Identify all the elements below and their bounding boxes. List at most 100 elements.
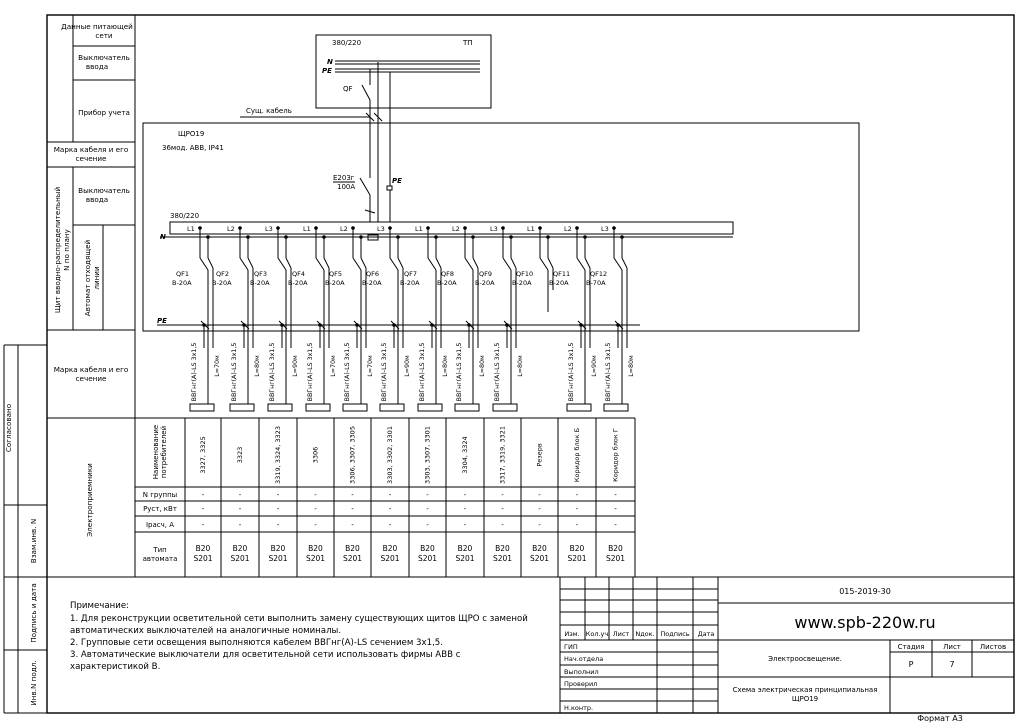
cable-tick — [353, 320, 363, 330]
cable-length: L=80м — [442, 355, 449, 377]
breaker-contact — [352, 257, 362, 271]
cable-length: L=70м — [367, 355, 374, 377]
label-panel-vertical: Щит вводно-распределительныйN по плану — [53, 187, 71, 314]
breaker-contact — [502, 257, 512, 271]
p-value: - — [501, 505, 504, 513]
section-name: Электроосвещение. — [768, 655, 842, 663]
breaker-contact — [576, 257, 586, 271]
breaker-name: QF6 — [366, 270, 379, 278]
p-value: - — [351, 505, 354, 513]
cable-tick — [200, 320, 210, 330]
consumer-name: 3303, 3302, 3301 — [386, 426, 394, 484]
consumer-block — [305, 403, 331, 412]
phase-label: L3 — [601, 225, 609, 233]
breaker-contact — [464, 257, 474, 271]
n-group-value: - — [277, 491, 280, 499]
cable-mark: ВВГнг(А)-LS 3х1,5 — [344, 343, 351, 402]
tp-box — [315, 34, 492, 109]
cable-length: L=80м — [517, 355, 524, 377]
breaker-contact-n — [435, 257, 442, 269]
consumer-name: 3317, 3319, 3321 — [499, 426, 507, 484]
cable-tick — [503, 320, 513, 330]
i-value: - — [538, 521, 541, 529]
bus-tap-dot — [501, 226, 505, 230]
breaker-contact — [239, 257, 249, 271]
signature-role: Выполнил — [564, 668, 599, 676]
sheets-header: Листов — [980, 643, 1006, 651]
cable-mark: ВВГнг(А)-LS 3х1,5 — [419, 343, 426, 402]
phase-label: L2 — [452, 225, 460, 233]
panel-desc: 36мод. АВВ, IP41 — [162, 144, 224, 152]
breaker-contact-n — [584, 257, 591, 269]
breaker-name: QF4 — [292, 270, 305, 278]
type-line-2: S201 — [306, 554, 325, 563]
notes-line-5: характеристикой В. — [70, 662, 160, 672]
breaker-rating: В-70А — [586, 279, 606, 287]
tp-qf: QF — [343, 85, 353, 93]
neutral-tap-dot — [359, 235, 363, 239]
bus-tap-dot — [198, 226, 202, 230]
notes-line-1: 1. Для реконструкции осветительной сети … — [70, 614, 528, 624]
consumer-block — [189, 403, 215, 412]
signature-role: ГИП — [564, 643, 578, 651]
bus-tap-dot — [463, 226, 467, 230]
phase-label: L1 — [415, 225, 423, 233]
i-value: - — [277, 521, 280, 529]
consumer-name: 3327, 3325 — [199, 436, 207, 473]
tp-n: N — [327, 58, 333, 66]
row-label-i: Iрасч, А — [146, 521, 174, 529]
label-outgoing: Автомат отходящейлинии — [83, 239, 101, 316]
breaker-rating: В-20А — [250, 279, 270, 287]
consumer-name: Резерв — [536, 443, 544, 467]
cable-length: L=90м — [292, 355, 299, 377]
breaker-contact-n — [510, 257, 517, 269]
consumer-name: 3323 — [236, 447, 244, 464]
consumer-name: 3306, 3307, 3305 — [349, 426, 357, 484]
neutral-tap-dot — [206, 235, 210, 239]
type-line-1: В20 — [345, 544, 360, 553]
type-line-1: В20 — [233, 544, 248, 553]
breaker-rating: В-20А — [512, 279, 532, 287]
website: www.spb-220w.ru — [794, 613, 935, 632]
breaker-name: QF12 — [590, 270, 607, 278]
consumer-name: 3306 — [312, 447, 320, 464]
p-value: - — [277, 505, 280, 513]
left-header-column — [47, 15, 136, 578]
notes-line-2: автоматических выключателей на аналогичн… — [70, 626, 341, 636]
rev-col-header: Дата — [698, 630, 715, 638]
phase-label: L2 — [227, 225, 235, 233]
phase-label: L2 — [340, 225, 348, 233]
panel-pe: PE — [392, 177, 402, 185]
breaker-rating: В-20А — [362, 279, 382, 287]
consumer-name: 3319, 3324, 3323 — [274, 426, 282, 484]
p-value: - — [239, 505, 242, 513]
notes-block: Примечание: 1. Для реконструкции осветит… — [70, 601, 528, 672]
type-line-2: S201 — [493, 554, 512, 563]
type-line-1: В20 — [271, 544, 286, 553]
stage-header: Стадия — [898, 643, 925, 651]
signature-role: Нач.отдела — [564, 655, 603, 663]
type-line-2: S201 — [455, 554, 474, 563]
row-label-consumer: Наименованиепотребителей — [152, 425, 168, 479]
i-value: - — [389, 521, 392, 529]
breaker-name: QF3 — [254, 270, 267, 278]
doc-code: 015-2019-30 — [839, 587, 891, 596]
n-group-value: - — [538, 491, 541, 499]
title-block-text: 015-2019-30 www.spb-220w.ru Электроосвещ… — [564, 587, 1006, 723]
panel-boundary — [142, 122, 860, 332]
drawing-frame — [46, 14, 1015, 714]
i-value: - — [501, 521, 504, 529]
bus-tap-dot — [575, 226, 579, 230]
cable-mark: ВВГнг(А)-LS 3х1,5 — [307, 343, 314, 402]
breaker-contact — [427, 257, 437, 271]
